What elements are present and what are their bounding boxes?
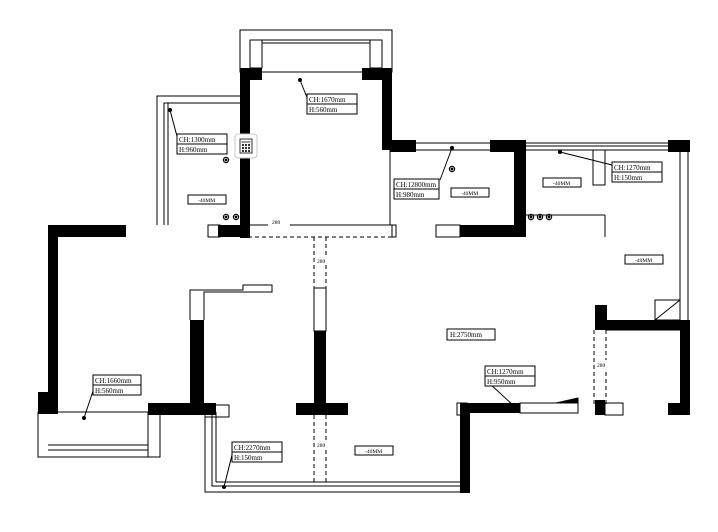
label-h-560-left: H:560mm bbox=[95, 387, 124, 395]
annotation-ch-1660: CH:1660mm H:560mm bbox=[92, 374, 142, 396]
calculator-icon[interactable] bbox=[234, 133, 258, 159]
annotation-ch-1270-right: CH:1270mm H:150mm bbox=[611, 161, 663, 183]
solid-walls bbox=[38, 68, 690, 493]
dimension-labels: 280 280 280 280 bbox=[268, 217, 610, 449]
floor-level-bedroom-left: -40MM bbox=[198, 198, 215, 204]
annotation-ch-2270: CH:2270mm H:150mm bbox=[231, 441, 283, 463]
label-ch-12800: CH:12800mm bbox=[396, 181, 437, 189]
label-ch-1660: CH:1660mm bbox=[95, 377, 132, 385]
thin-walls bbox=[37, 29, 689, 493]
dim-280-c: 280 bbox=[317, 443, 326, 449]
floor-level-balcony-bottom: -40MM bbox=[365, 449, 382, 455]
label-ch-1270-mid: CH:1270mm bbox=[487, 368, 524, 376]
floor-level-corridor-right: -40MM bbox=[635, 258, 652, 264]
annotation-ch-1670: CH:1670mm H:560mm bbox=[306, 93, 358, 115]
floor-level-bedroom-mid: -40MM bbox=[461, 191, 478, 197]
label-h-960: H:960mm bbox=[179, 146, 208, 154]
label-h-980: H:980mm bbox=[396, 191, 425, 199]
annotation-ch-1270-mid: CH:1270mm H:950mm bbox=[484, 365, 536, 387]
label-ch-2270: CH:2270mm bbox=[234, 444, 271, 452]
floor-level-tags: -40MM -40MM -40MM -40MM -40MM bbox=[187, 177, 664, 456]
annotation-h-2750: H:2750mm bbox=[446, 328, 496, 341]
leader-lines bbox=[82, 78, 613, 489]
label-h-2750: H:2750mm bbox=[450, 331, 482, 339]
annotation-ch-1300: CH:1300mm H:960mm bbox=[176, 133, 228, 155]
dim-280-b: 280 bbox=[317, 259, 326, 265]
label-ch-1670: CH:1670mm bbox=[309, 96, 346, 104]
label-h-950: H:950mm bbox=[487, 378, 516, 386]
sockets bbox=[222, 156, 553, 221]
floor-level-bedroom-right: -40MM bbox=[553, 181, 570, 187]
label-ch-1270-right: CH:1270mm bbox=[614, 164, 651, 172]
annotation-ch-12800: CH:12800mm H:980mm bbox=[393, 178, 440, 200]
label-h-150-bottom: H:150mm bbox=[234, 454, 263, 462]
label-ch-1300: CH:1300mm bbox=[179, 136, 216, 144]
dim-280-d: 280 bbox=[597, 363, 606, 369]
label-h-560-top: H:560mm bbox=[309, 106, 338, 114]
dim-280-a: 280 bbox=[272, 220, 281, 226]
label-h-150-right: H:150mm bbox=[614, 174, 643, 182]
